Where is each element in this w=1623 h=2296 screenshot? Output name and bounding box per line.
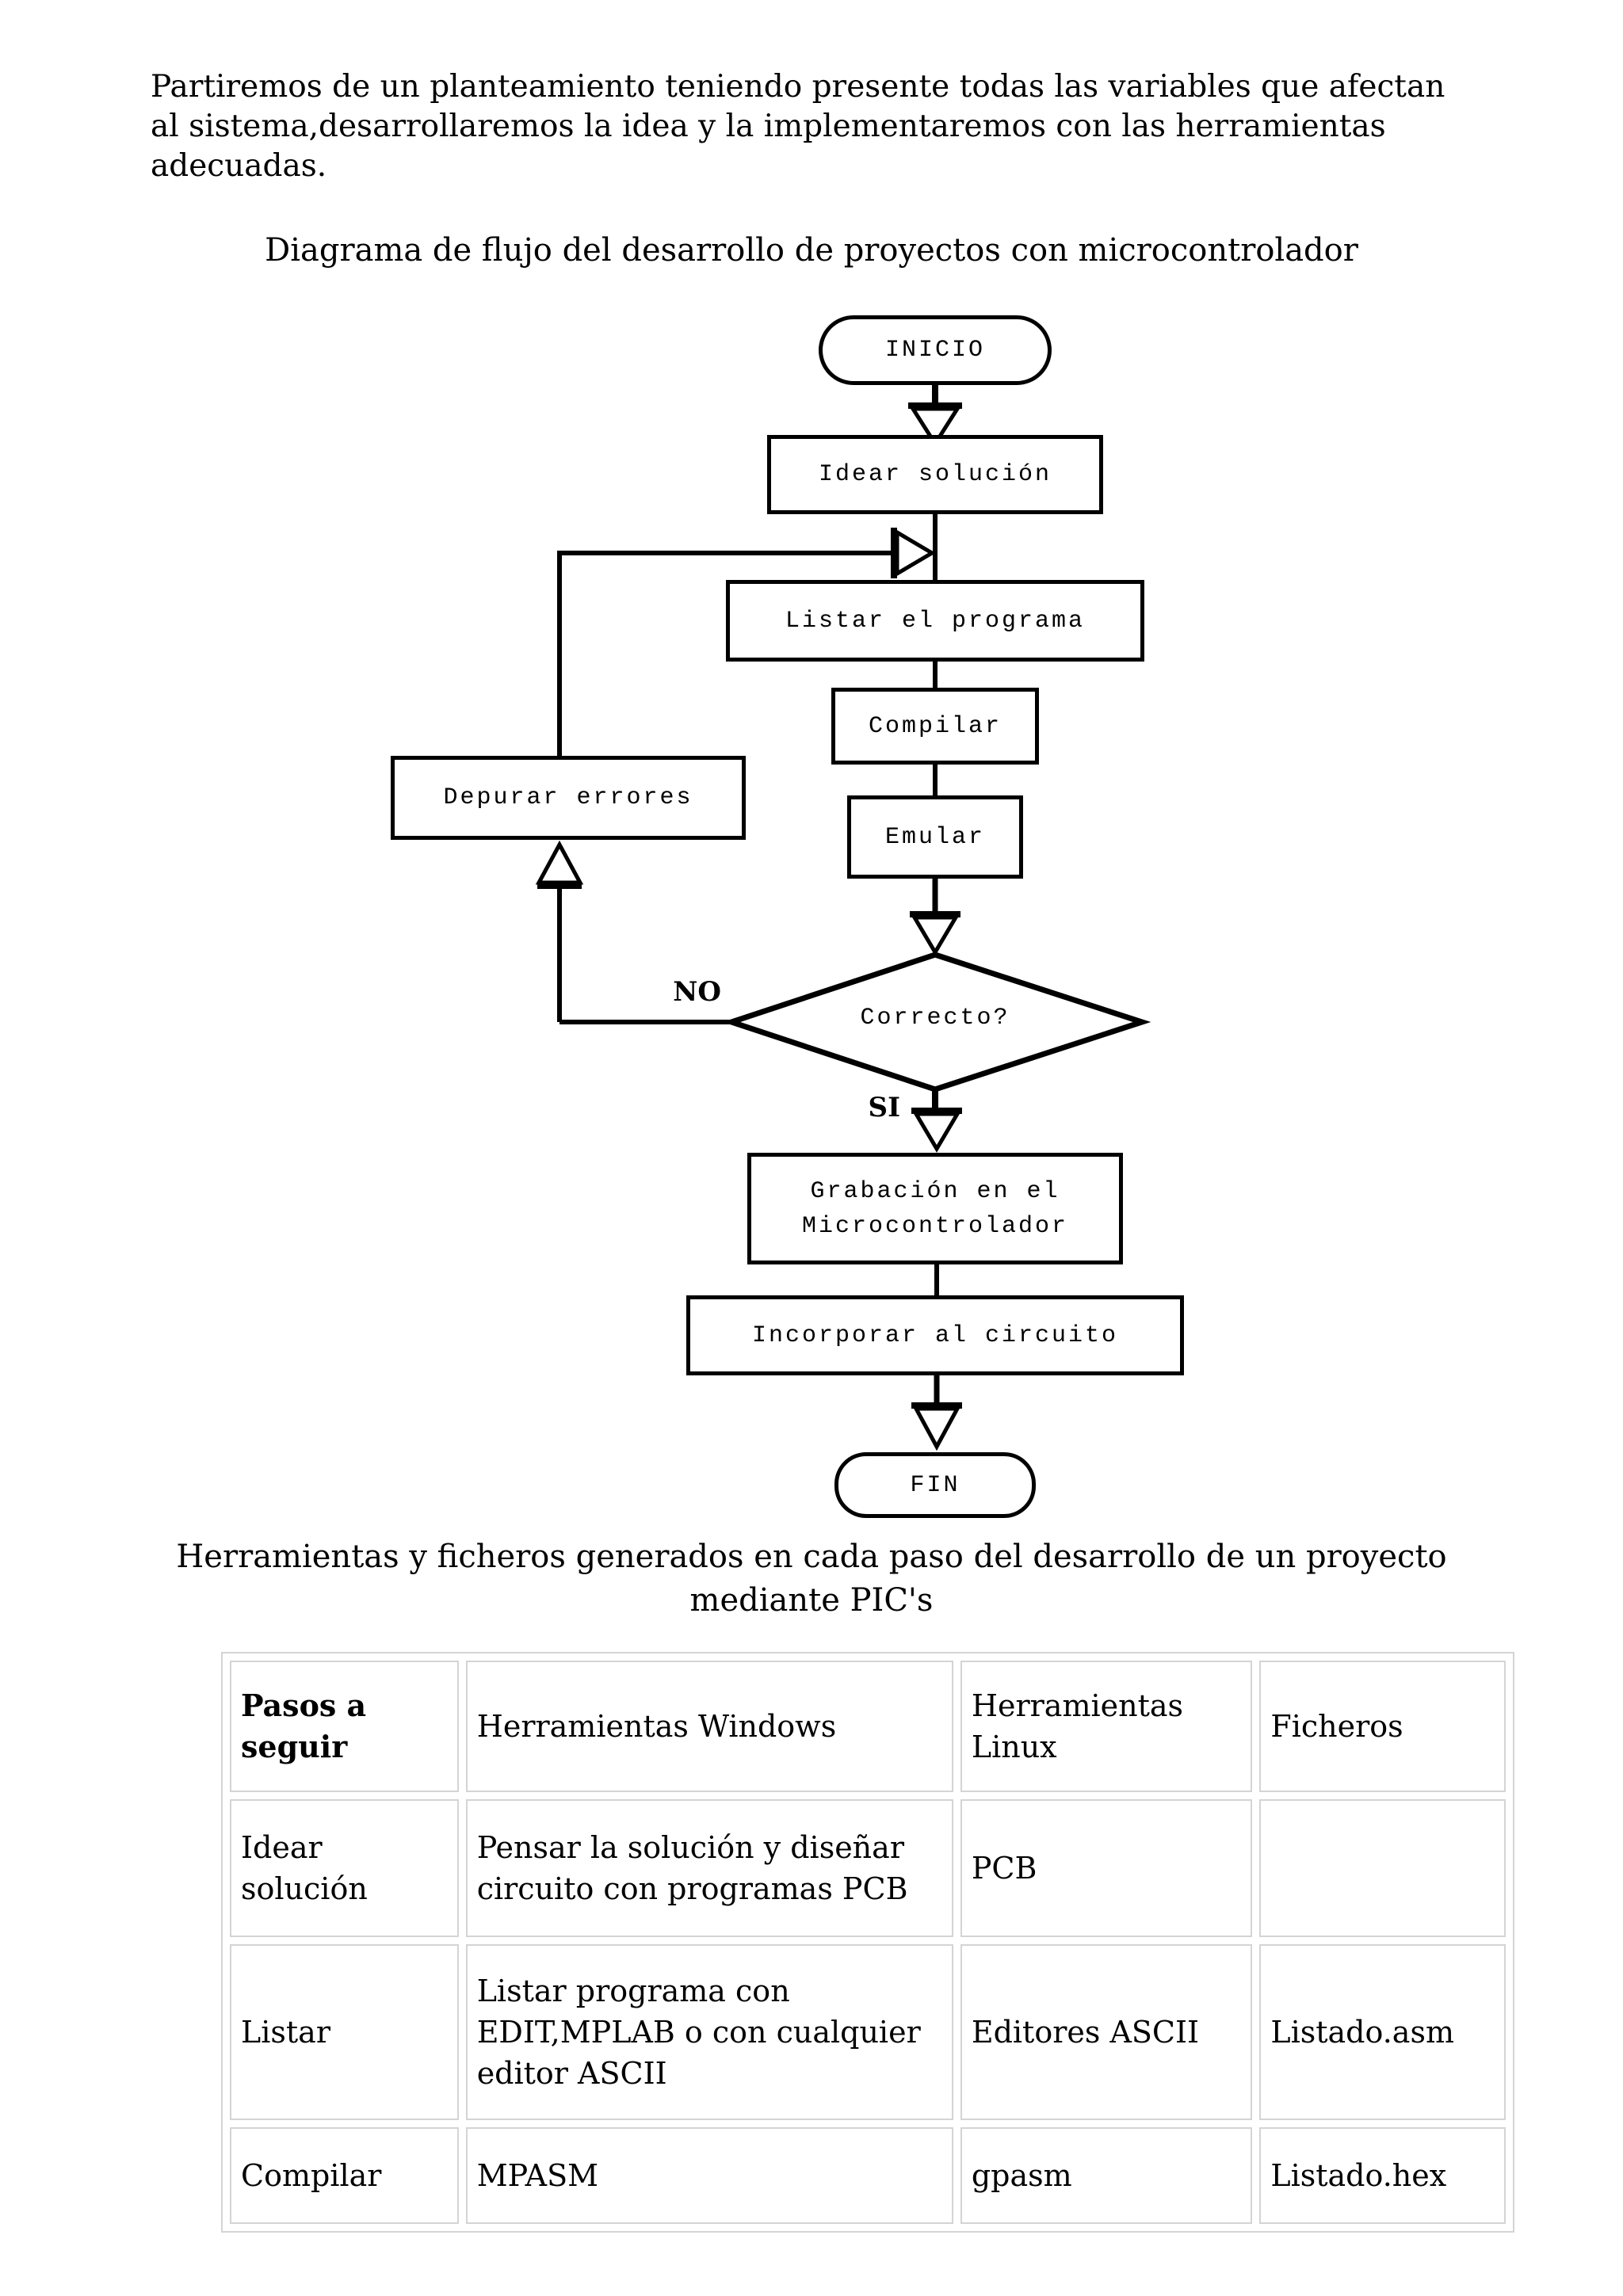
flow-node-incorporar-circuito: Incorporar al circuito — [686, 1295, 1184, 1375]
cell-windows: Listar programa con EDIT,MPLAB o con cua… — [465, 1944, 953, 2120]
table-row: Listar Listar programa con EDIT,MPLAB o … — [230, 1944, 1506, 2120]
flow-node-listar-programa: Listar el programa — [726, 580, 1144, 662]
table-title: Herramientas y ficheros generados en cad… — [176, 1539, 1447, 1619]
header-pasos-a-seguir: Pasos a seguir — [230, 1661, 459, 1792]
cell-linux: gpasm — [960, 2127, 1253, 2224]
flow-node-depurar-errores: Depurar errores — [391, 756, 746, 840]
cell-linux: PCB — [960, 1799, 1253, 1937]
cell-ficheros: Listado.asm — [1259, 1944, 1506, 2120]
cell-linux: Editores ASCII — [960, 1944, 1253, 2120]
cell-paso: Listar — [230, 1944, 459, 2120]
cell-windows: Pensar la solución y diseñar circuito co… — [465, 1799, 953, 1937]
edge-label-no: NO — [673, 976, 721, 1008]
flowchart-title: Diagrama de flujo del desarrollo de proy… — [265, 232, 1358, 269]
cell-paso: Compilar — [230, 2127, 459, 2224]
arrow-up-icon — [535, 840, 584, 889]
header-herramientas-linux: Herramientas Linux — [960, 1661, 1253, 1792]
flow-node-grabacion: Grabación en el Microcontrolador — [747, 1153, 1123, 1264]
table-row: Idear solución Pensar la solución y dise… — [230, 1799, 1506, 1937]
table-header-row: Pasos a seguir Herramientas Windows Herr… — [230, 1661, 1506, 1792]
flow-node-correcto-label: Correcto? — [860, 1005, 1010, 1032]
header-ficheros: Ficheros — [1259, 1661, 1506, 1792]
table-row: Compilar MPASM gpasm Listado.hex — [230, 2127, 1506, 2224]
flow-node-inicio: INICIO — [819, 315, 1052, 385]
cell-paso: Idear solución — [230, 1799, 459, 1937]
flow-node-idear-solucion: Idear solución — [767, 435, 1103, 514]
intro-paragraph: Partiremos de un planteamiento teniendo … — [151, 69, 1445, 184]
header-herramientas-windows: Herramientas Windows — [465, 1661, 953, 1792]
arrow-right-icon — [891, 528, 936, 578]
flow-node-emular: Emular — [847, 795, 1023, 879]
cell-windows: MPASM — [465, 2127, 953, 2224]
arrow-down-icon — [911, 1089, 962, 1153]
edge-label-si: SI — [868, 1092, 900, 1123]
cell-ficheros — [1259, 1799, 1506, 1937]
flow-node-fin: FIN — [834, 1452, 1036, 1518]
arrow-down-icon — [910, 879, 960, 956]
tools-files-table: Pasos a seguir Herramientas Windows Herr… — [221, 1652, 1514, 2233]
arrow-down-icon — [911, 1375, 962, 1451]
cell-ficheros: Listado.hex — [1259, 2127, 1506, 2224]
flow-node-compilar: Compilar — [831, 688, 1039, 765]
